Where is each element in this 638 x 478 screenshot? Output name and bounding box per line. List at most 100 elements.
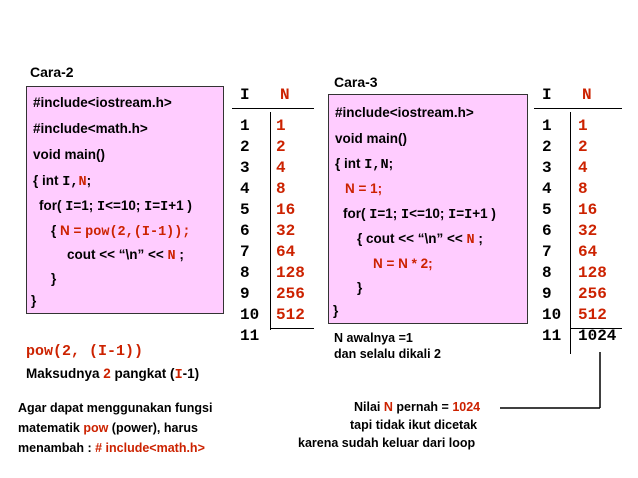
bottom-left-line2: matematik pow (power), harus [18,421,198,435]
code-token: N [380,158,389,173]
code-line: #include<math.h> [33,121,148,136]
table-cell: 8 [240,264,250,282]
table-cell: 8 [578,180,588,198]
code-token: pow(2,(I-1)); [85,225,191,240]
cara3-note-initial: N awalnya =1 [334,331,413,345]
code-token: I [62,175,71,190]
pow-formula-note: pow(2, (I-1)) [26,343,144,360]
note-token: pernah = [392,400,453,414]
code-line: } [31,293,37,308]
table-cell: 3 [542,159,552,177]
code-line: N = 1; [345,181,383,196]
bottom-right-line3: karena sudah keluar dari loop [298,436,476,450]
code-token: = [152,198,161,213]
code-token: N = [60,223,86,238]
table2-header-rule [534,108,622,109]
code-token: { int [33,173,63,188]
table1-column-divider [270,112,271,330]
code-token: ; [175,247,184,262]
pow-meaning-note: Maksudnya 2 pangkat (I-1) [26,366,199,383]
table-cell: 256 [276,285,305,303]
table-cell: 1 [542,117,552,135]
table-cell: 11 [542,327,562,345]
cara2-code-box: #include<iostream.h> #include<math.h> vo… [26,86,224,314]
note-token: -1) [182,366,200,381]
code-line: N = N * 2; [373,256,433,271]
note-token: matematik [18,421,84,435]
table2-column-divider [570,112,571,354]
code-token: I [369,208,378,223]
table-cell: 1 [240,117,250,135]
table2-i-header: I [542,86,552,104]
table-cell: 10 [542,306,562,324]
code-line: } [357,280,363,295]
table-cell: 2 [542,138,552,156]
table-cell: 32 [276,222,296,240]
table-cell: 5 [542,201,552,219]
table-cell: 1 [276,117,286,135]
table-cell: 6 [240,222,250,240]
table-cell: 64 [578,243,598,261]
code-token: =1; [377,206,401,221]
code-line: cout << “\n” << N ; [67,247,184,264]
table2-bottom-rule [570,328,622,329]
note-token: 2 [103,366,111,381]
table-cell: 7 [240,243,250,261]
code-token: ; [388,156,394,171]
cara3-code-box: #include<iostream.h> void main() { int I… [328,94,528,324]
table-cell: 128 [276,264,305,282]
table-cell: 1 [578,117,588,135]
table-cell: 512 [578,306,607,324]
table-cell: 32 [578,222,598,240]
table1-header-rule [232,108,314,109]
table1-bottom-rule [270,328,314,329]
note-token: menambah : [18,441,96,455]
table-cell: 6 [542,222,552,240]
code-token: I [144,200,153,215]
code-token: N [78,175,87,190]
table-cell: 7 [542,243,552,261]
table-cell: 16 [578,201,598,219]
table1-n-header: N [280,86,290,104]
code-token: N [167,249,176,264]
code-token: , [70,175,79,190]
table-cell: 2 [276,138,286,156]
table-cell: 512 [276,306,305,324]
note-token: (power), harus [108,421,198,435]
bottom-right-line2: tapi tidak ikut dicetak [350,418,478,432]
code-line: } [333,303,339,318]
bottom-left-line1: Agar dapat menggunakan fungsi [18,401,213,415]
table-cell: 2 [240,138,250,156]
table-cell: 9 [240,285,250,303]
table-cell: 11 [240,327,260,345]
table-cell: 16 [276,201,296,219]
table-cell: 4 [578,159,588,177]
cara2-title: Cara-2 [30,64,74,80]
code-token: <=10; [409,206,449,221]
code-line: for( I=1; I<=10; I=I+1 ) [343,206,496,223]
table-cell: 2 [578,138,588,156]
code-line: } [51,271,57,286]
code-token: I [97,200,106,215]
code-line: #include<iostream.h> [33,95,172,110]
code-token: =1; [73,198,97,213]
table-cell: 4 [542,180,552,198]
table-cell: 256 [578,285,607,303]
code-token: { int [335,156,365,171]
code-line: for( I=1; I<=10; I=I+1 ) [39,198,192,215]
code-line: { cout << “\n” << N ; [357,231,483,248]
table-cell: 3 [240,159,250,177]
code-token: ; [86,173,92,188]
code-line: { int I,N; [33,173,91,190]
code-token: = [456,206,465,221]
table1-i-header: I [240,86,250,104]
table-cell: 64 [276,243,296,261]
code-token: I [448,208,457,223]
code-token: +1 ) [168,198,192,213]
code-token: N [466,233,475,248]
table-cell: 128 [578,264,607,282]
table-cell: 8 [276,180,286,198]
table-cell-last: 1024 [578,327,617,345]
code-line: void main() [33,147,106,162]
